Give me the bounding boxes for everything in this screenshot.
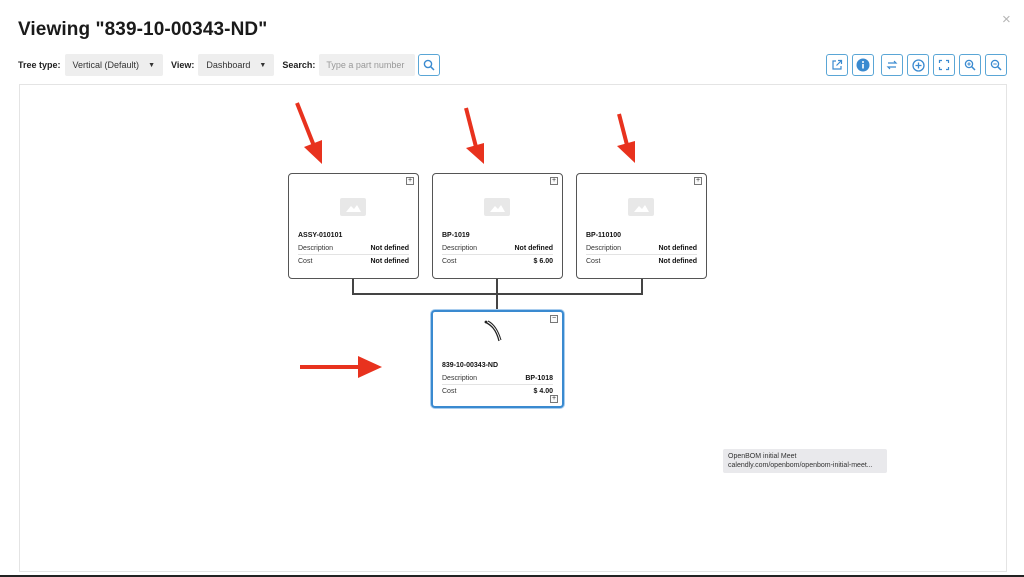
cost-value: Not defined: [658, 258, 698, 265]
cost-row: Cost $ 4.00: [442, 385, 553, 398]
zoom-out-button[interactable]: [985, 54, 1007, 76]
view-select[interactable]: Dashboard ▼: [198, 54, 275, 76]
search-button[interactable]: [418, 54, 441, 76]
cost-label: Cost: [442, 258, 457, 265]
link-tooltip: OpenBOM initial Meet calendly.com/openbo…: [723, 449, 887, 473]
description-value: Not defined: [514, 244, 554, 252]
expand-toggle[interactable]: +: [550, 395, 558, 403]
swap-button[interactable]: [881, 54, 903, 76]
part-thumbnail-icon: [484, 320, 502, 342]
zoom-in-button[interactable]: [959, 54, 981, 76]
tree-toolbar: Tree type: Vertical (Default) ▼ View: Da…: [18, 54, 441, 76]
cost-value: $ 6.00: [533, 258, 553, 265]
caret-down-icon: ▼: [148, 61, 155, 69]
image-placeholder-icon: [484, 198, 510, 216]
info-icon: [856, 58, 870, 72]
image-placeholder-icon: [340, 198, 366, 216]
selected-tree-node-card[interactable]: − 839-10-00343-ND Description BP-1018 Co…: [431, 310, 564, 408]
cost-label: Cost: [442, 388, 457, 395]
open-external-button[interactable]: [826, 54, 848, 76]
image-placeholder-icon: [628, 198, 654, 216]
cost-row: Cost Not defined: [586, 255, 697, 268]
expand-toggle[interactable]: +: [694, 177, 702, 185]
tooltip-url: calendly.com/openbom/openbom-initial-mee…: [728, 462, 873, 469]
tree-type-value: Vertical (Default): [72, 60, 140, 70]
description-value: Not defined: [658, 244, 698, 252]
description-value: BP-1018: [525, 374, 553, 382]
cost-row: Cost $ 6.00: [442, 255, 553, 268]
search-icon: [424, 59, 435, 71]
search-label: Search:: [282, 60, 316, 70]
expand-toggle[interactable]: +: [406, 177, 414, 185]
add-button[interactable]: [907, 54, 929, 76]
arrow-down-icon: [295, 102, 322, 164]
caret-down-icon: ▼: [259, 61, 267, 69]
cost-value: Not defined: [370, 258, 410, 265]
expand-toggle[interactable]: +: [550, 177, 558, 185]
add-circle-icon: [911, 58, 925, 72]
description-value: Not defined: [370, 244, 410, 252]
part-number: ASSY-010101: [298, 232, 343, 239]
tree-type-label: Tree type:: [18, 60, 61, 70]
description-row: Description Not defined: [442, 242, 553, 255]
tree-node-card[interactable]: + BP-1019 Description Not defined Cost $…: [432, 173, 563, 279]
description-label: Description: [442, 374, 478, 382]
modal-title: Viewing "839-10-00343-ND": [18, 19, 268, 40]
description-label: Description: [586, 244, 622, 252]
arrow-down-icon: [464, 107, 484, 164]
tree-node-card[interactable]: + BP-110100 Description Not defined Cost…: [576, 173, 707, 279]
cost-value: $ 4.00: [533, 388, 553, 395]
close-icon[interactable]: ×: [1002, 11, 1011, 28]
cost-row: Cost Not defined: [298, 255, 409, 268]
search-input[interactable]: [319, 54, 416, 76]
tree-type-select[interactable]: Vertical (Default) ▼: [64, 54, 163, 76]
description-label: Description: [298, 244, 334, 252]
description-label: Description: [442, 244, 478, 252]
arrow-down-icon: [617, 113, 635, 163]
collapse-toggle[interactable]: −: [550, 315, 558, 323]
view-label: View:: [171, 60, 195, 70]
arrow-right-icon: [300, 356, 382, 378]
cost-label: Cost: [298, 258, 313, 265]
swap-icon: [886, 60, 898, 70]
part-number: BP-110100: [586, 232, 622, 239]
info-button[interactable]: [852, 54, 874, 76]
fit-screen-button[interactable]: [933, 54, 955, 76]
zoom-out-icon: [990, 59, 1002, 71]
open-external-icon: [832, 59, 843, 70]
description-row: Description Not defined: [298, 242, 409, 255]
part-number: 839-10-00343-ND: [442, 362, 499, 369]
view-value: Dashboard: [206, 60, 251, 70]
tooltip-title: OpenBOM initial Meet: [728, 453, 797, 460]
part-number: BP-1019: [442, 232, 470, 239]
zoom-in-icon: [964, 59, 976, 71]
cost-label: Cost: [586, 258, 601, 265]
description-row: Description BP-1018: [442, 372, 553, 385]
tree-node-card[interactable]: + ASSY-010101 Description Not defined Co…: [288, 173, 419, 279]
description-row: Description Not defined: [586, 242, 697, 255]
fit-screen-icon: [938, 59, 950, 71]
